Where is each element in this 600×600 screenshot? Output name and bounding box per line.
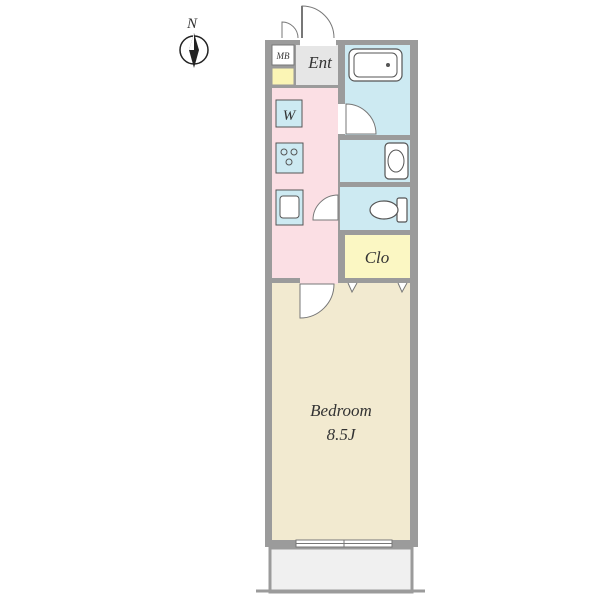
balcony [268, 546, 414, 594]
toilet-icon [369, 197, 408, 223]
washer-label: W [283, 108, 297, 124]
mb-label: MB [276, 51, 290, 61]
washer-space: W [275, 99, 303, 128]
washbasin-icon [384, 142, 409, 180]
bedroom-label: Bedroom [310, 401, 372, 420]
stove-icon [275, 142, 304, 174]
compass: N [179, 16, 209, 68]
bedroom-size: 8.5J [327, 425, 357, 444]
bedroom-room [272, 283, 410, 540]
mb-cabinet [271, 44, 295, 66]
closet-label: Clo [365, 248, 390, 267]
entrance-door [281, 5, 336, 46]
entrance-floor [296, 45, 338, 85]
bathroom-door [338, 103, 377, 135]
shoe-cabinet [271, 67, 295, 86]
compass-label: N [186, 16, 198, 32]
north-arrow-icon [179, 33, 209, 68]
toilet-door [312, 194, 339, 221]
closet-doors [347, 282, 408, 294]
closet-room [345, 235, 410, 278]
kitchen-sink-icon [275, 189, 304, 226]
bedroom-door [299, 278, 338, 319]
bathtub-icon [348, 48, 403, 82]
entrance-label: Ent [307, 53, 333, 72]
